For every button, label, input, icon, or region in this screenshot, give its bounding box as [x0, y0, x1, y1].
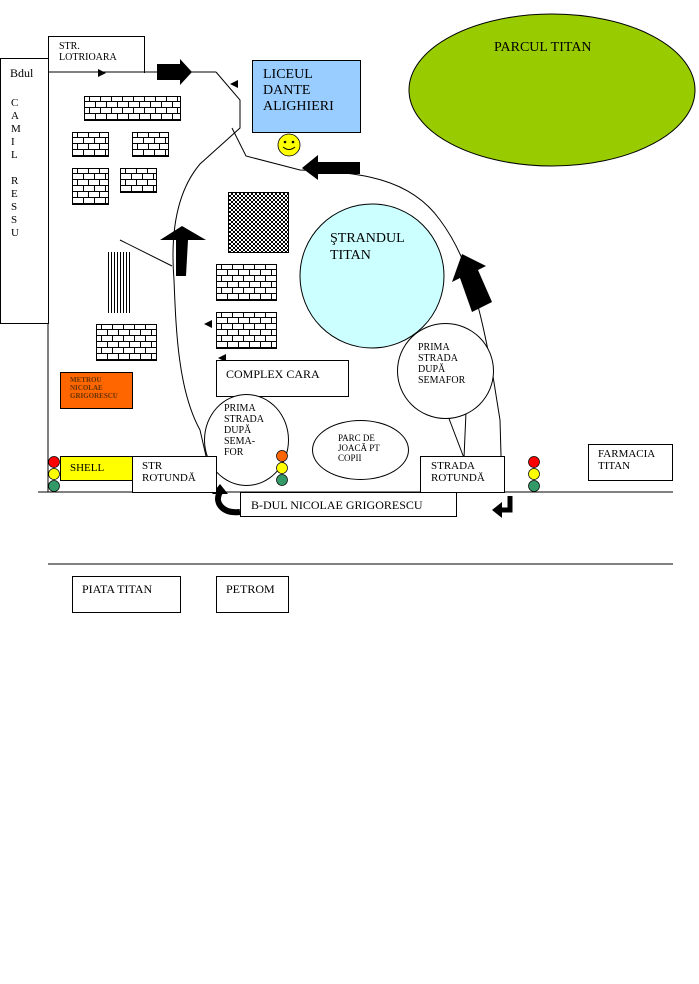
building-block: [96, 324, 157, 361]
bdul-nicolae-grigorescu: [240, 492, 457, 517]
marker-triangle: [204, 320, 212, 328]
street-camil-ressu-label: C A M I L R E S S U: [11, 97, 21, 239]
street-lotrioara-label: STR. LOTRIOARA: [59, 41, 117, 63]
complex-cara-label: COMPLEX CARA: [226, 367, 320, 381]
liceul-label: LICEUL DANTE ALIGHIERI: [263, 67, 334, 114]
arrow-icon: [452, 254, 492, 312]
building-block: [216, 264, 277, 301]
smiley-icon: [277, 133, 301, 157]
street-lotrioara: [48, 36, 145, 73]
u-turn-arrow-icon: [492, 496, 513, 518]
building-block: [120, 168, 157, 193]
arrow-icon: [98, 69, 106, 77]
callout-semafor-right: [397, 323, 494, 419]
shell-station: [60, 456, 133, 481]
str-rotunda-left: [132, 456, 217, 493]
parcul-titan-area: [408, 13, 696, 167]
arrow-icon: [160, 226, 206, 276]
petrom-station: [216, 576, 289, 613]
bdul-nicolae-grigorescu-label: B-DUL NICOLAE GRIGORESCU: [251, 498, 423, 512]
strandul-titan-area: [299, 203, 445, 349]
farmacia-titan: [588, 444, 673, 481]
building-checkered: [228, 192, 289, 253]
strada-rotunda-right: [420, 456, 505, 493]
parcul-titan-label: PARCUL TITAN: [494, 40, 592, 55]
shell-label: SHELL: [70, 462, 105, 474]
street-camil-ressu-prefix: Bdul: [10, 66, 34, 80]
traffic-light-icon: [48, 456, 60, 492]
petrom-label: PETROM: [226, 582, 275, 596]
liceul-dante-alighieri: [252, 60, 361, 133]
str-rotunda-left-label: STR ROTUNDĂ: [142, 460, 196, 484]
arrow-icon: [157, 59, 192, 85]
metrou-label: METROU NICOLAE GRIGORESCU: [70, 376, 118, 400]
piata-titan: [72, 576, 181, 613]
building-striped: [108, 252, 132, 313]
traffic-light-icon: [276, 450, 288, 486]
callout-semafor-right-label: PRIMA STRADA DUPĂ SEMAFOR: [418, 342, 466, 386]
parc-de-joaca-label: PARC DE JOACĂ PT COPII: [338, 433, 380, 463]
traffic-light-icon: [528, 456, 540, 492]
building-block: [216, 312, 277, 349]
callout-tail: [447, 411, 467, 459]
callout-semafor-left-label: PRIMA STRADA DUPĂ SEMA- FOR: [224, 403, 265, 458]
strandul-titan-label: ŞTRANDUL TITAN: [330, 231, 405, 263]
complex-cara: [216, 360, 349, 397]
street-camil-ressu: [0, 58, 49, 324]
arrow-icon: [302, 155, 360, 180]
building-block: [72, 168, 109, 205]
strada-rotunda-right-label: STRADA ROTUNDĂ: [431, 460, 485, 484]
building-block: [132, 132, 169, 157]
building-block: [84, 96, 181, 121]
callout-semafor-left: [204, 394, 289, 486]
piata-titan-label: PIATA TITAN: [82, 582, 153, 596]
farmacia-label: FARMACIA TITAN: [598, 448, 656, 472]
parc-de-joaca: [312, 420, 409, 480]
metrou-nicolae-grigorescu: [60, 372, 133, 409]
building-block: [72, 132, 109, 157]
marker-triangle: [230, 80, 238, 88]
